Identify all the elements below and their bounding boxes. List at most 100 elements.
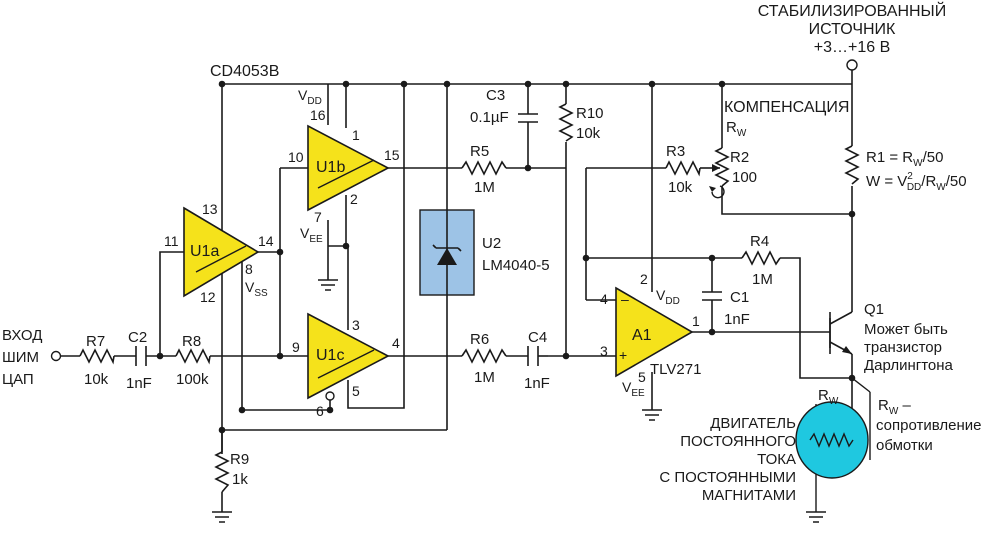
pin-6: 6 — [316, 403, 324, 419]
input-terminal — [50, 350, 62, 362]
c2-name: C2 — [128, 329, 147, 346]
pin-14: 14 — [258, 233, 274, 249]
r6-value: 1M — [474, 369, 495, 386]
resistor-r7 — [79, 348, 115, 365]
c3-name: C3 — [486, 87, 505, 104]
a1-pin-2: 2 — [640, 271, 648, 287]
svg-text:–: – — [621, 291, 629, 307]
a1-name: A1 — [632, 327, 652, 344]
c1-value: 1nF — [724, 311, 750, 328]
ground-icon — [212, 511, 232, 523]
capacitor-c3 — [518, 113, 538, 123]
vee-label: VEE — [300, 225, 323, 245]
u2-value: LM4040-5 — [482, 257, 550, 274]
capacitors — [135, 113, 722, 366]
labels: СТАБИЛИЗИРОВАННЫЙ ИСТОЧНИК +3…+16 В CD40… — [2, 1, 981, 504]
ground-symbols — [212, 279, 826, 523]
rw-note-1: RW – — [878, 397, 911, 417]
resistor-r5 — [461, 160, 507, 176]
vdd-label: VDD — [298, 87, 322, 107]
resistor-r8 — [175, 348, 211, 365]
c4-value: 1nF — [524, 375, 550, 392]
motor-line5: МАГНИТАМИ — [702, 487, 796, 504]
resistor-r3 — [665, 160, 701, 177]
pin-5: 5 — [352, 383, 360, 399]
capacitor-c1 — [702, 291, 722, 301]
r3-name: R3 — [666, 143, 685, 160]
pin-15: 15 — [384, 147, 400, 163]
r8-name: R8 — [182, 333, 201, 350]
vss-label: VSS — [245, 279, 268, 299]
formula-r1: R1 = RW/50 — [866, 149, 943, 169]
r5-value: 1M — [474, 179, 495, 196]
u1b-label: U1b — [316, 159, 345, 176]
u1c-label: U1c — [316, 347, 344, 364]
resistor-r1 — [844, 145, 860, 185]
motor-line4: С ПОСТОЯННЫМИ — [659, 469, 796, 486]
compensation-title: КОМПЕНСАЦИЯ — [724, 99, 849, 116]
r3-value: 10k — [668, 179, 693, 196]
r9-value: 1k — [232, 471, 248, 488]
pin-3: 3 — [352, 317, 360, 333]
c4-name: C4 — [528, 329, 547, 346]
resistors — [79, 103, 860, 493]
a1-vdd-label: VDD — [656, 287, 680, 307]
compensation-rw: RW — [726, 119, 747, 139]
u1b-amp — [307, 124, 390, 212]
r7-name: R7 — [86, 333, 105, 350]
resistor-r9 — [214, 451, 230, 493]
pin-8: 8 — [245, 261, 253, 277]
svg-text:+: + — [619, 347, 627, 363]
input-line3: ЦАП — [2, 371, 34, 388]
r2-name: R2 — [730, 149, 749, 166]
motor-rw: RW — [818, 387, 839, 407]
resistor-r2 — [714, 147, 730, 187]
source-title-1: СТАБИЛИЗИРОВАННЫЙ — [758, 1, 946, 20]
a1-pin-1: 1 — [692, 313, 700, 329]
r4-value: 1M — [752, 271, 773, 288]
q1-line1: Может быть — [864, 321, 948, 338]
ground-icon — [642, 409, 662, 421]
pin6-terminal — [325, 391, 335, 401]
capacitor-c4 — [527, 346, 539, 366]
a1-vee-label: VEE — [622, 379, 645, 399]
u1a-label: U1a — [190, 243, 219, 260]
c1-name: C1 — [730, 289, 749, 306]
motor-line3: ТОКА — [757, 451, 796, 468]
c3-value: 0.1µF — [470, 109, 509, 126]
motor — [795, 377, 871, 479]
pin-11: 11 — [164, 233, 179, 249]
wires — [60, 70, 871, 512]
ground-icon — [318, 279, 338, 291]
c2-value: 1nF — [126, 375, 152, 392]
ground-icon — [806, 511, 826, 523]
r6-name: R6 — [470, 331, 489, 348]
r2-value: 100 — [732, 169, 757, 186]
a1-value: TLV271 — [650, 361, 701, 378]
r8-value: 100k — [176, 371, 209, 388]
motor-line1: ДВИГАТЕЛЬ — [710, 415, 796, 432]
chip-label: CD4053B — [210, 63, 279, 80]
a1-pin-5: 5 — [638, 369, 646, 385]
r4-name: R4 — [750, 233, 769, 250]
transistor-q1 — [829, 311, 853, 355]
q1-name: Q1 — [864, 301, 884, 318]
pin-2: 2 — [350, 191, 358, 207]
zener-u2 — [419, 209, 475, 296]
source-voltage: +3…+16 В — [814, 39, 891, 56]
capacitor-c2 — [135, 346, 147, 366]
resistor-r6 — [461, 348, 507, 364]
pin-13: 13 — [202, 201, 218, 217]
r10-name: R10 — [576, 105, 604, 122]
r5-name: R5 — [470, 143, 489, 160]
motor-line2: ПОСТОЯННОГО — [680, 433, 796, 450]
q1-line3: Дарлингтона — [864, 357, 954, 374]
source-title-2: ИСТОЧНИК — [809, 21, 896, 38]
junctions — [156, 80, 856, 434]
r10-value: 10k — [576, 125, 601, 142]
input-line2: ШИМ — [2, 349, 39, 366]
resistor-r10 — [558, 103, 574, 142]
